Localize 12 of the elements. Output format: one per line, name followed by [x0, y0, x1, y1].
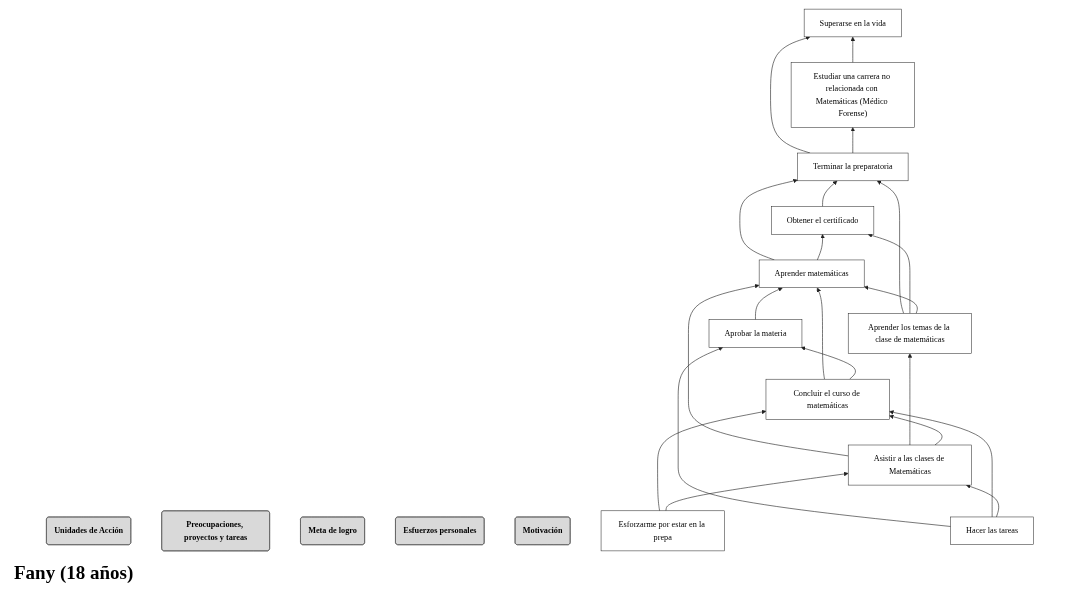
- caption: Fany (18 años): [14, 562, 134, 584]
- node-box: Obtener el certificado: [771, 206, 875, 235]
- node-box: Concluir el curso de matemáticas: [765, 378, 890, 420]
- node-box: Estudiar una carrera no relacionada con Matemáticas (Médico Forense): [790, 62, 915, 128]
- node-box: Hacer las tareas: [950, 516, 1034, 545]
- node-box: Esforzarme por estar en la prepa: [600, 510, 725, 552]
- node-box: Superarse en la vida: [803, 8, 902, 38]
- node-box: Terminar la preparatoria: [797, 152, 909, 182]
- node-box: Asistir a las clases de Matemáticas: [847, 444, 972, 486]
- node-box: Aprender matemáticas: [758, 259, 865, 288]
- node-box: Aprender los temas de la clase de matemáticas: [847, 313, 972, 354]
- node-box: Aprobar la materia: [708, 319, 803, 348]
